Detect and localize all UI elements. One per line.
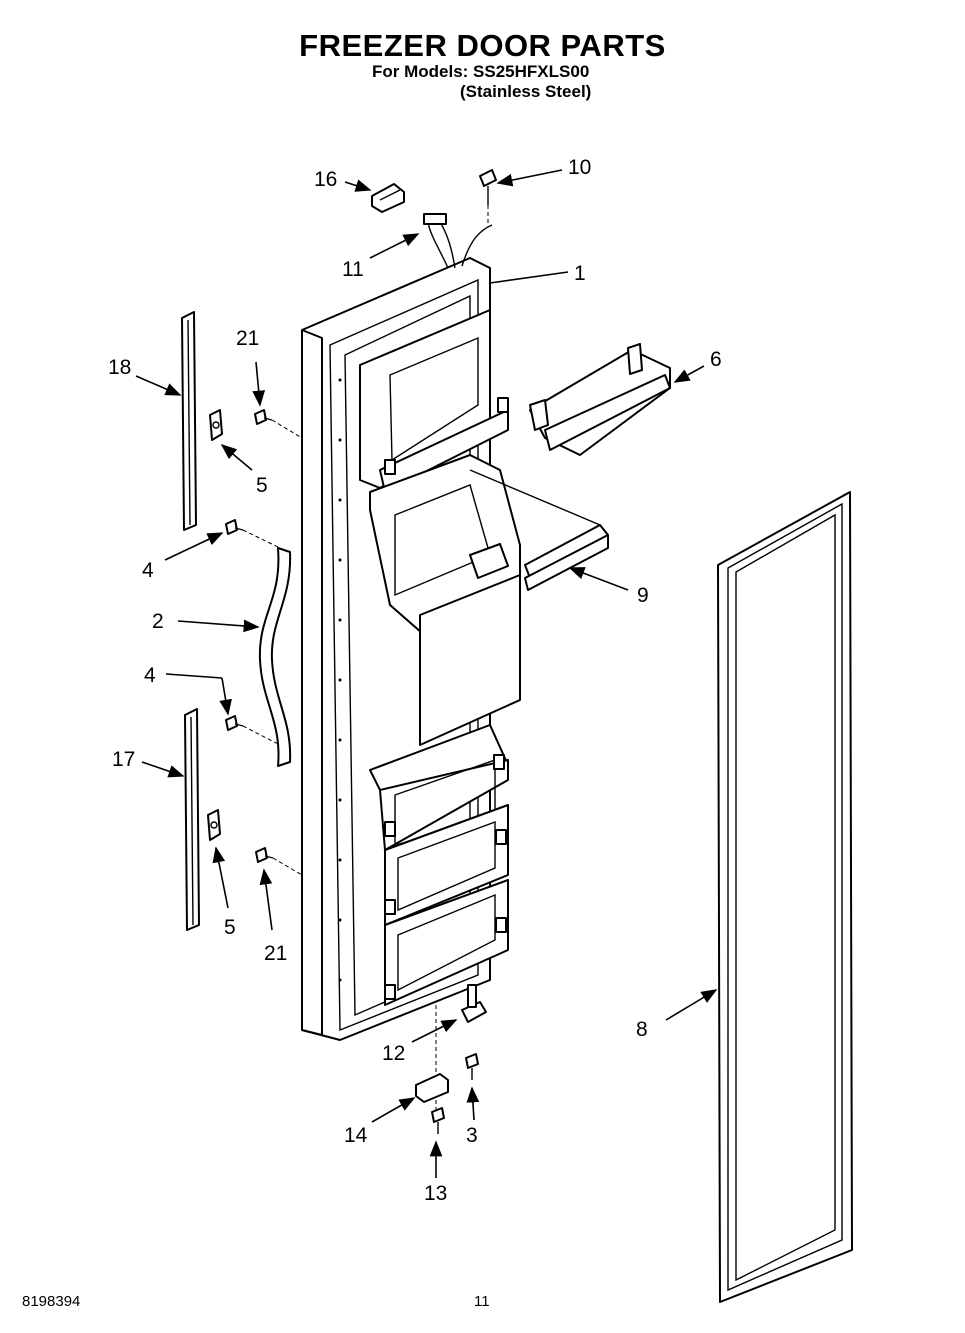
trim-strip-upper <box>181 311 197 531</box>
callout-17: 17 <box>112 748 135 771</box>
callout-4-upper: 4 <box>142 559 154 582</box>
callout-21-upper: 21 <box>236 327 259 350</box>
leader-lines <box>135 169 718 1178</box>
trim-strip-lower <box>184 708 200 931</box>
screw-top <box>479 169 497 225</box>
callout-14: 14 <box>344 1124 368 1147</box>
callout-9: 9 <box>637 584 649 607</box>
callout-10: 10 <box>568 156 591 179</box>
callout-12: 12 <box>382 1042 405 1065</box>
door-panel <box>301 257 521 1041</box>
callout-21-lower: 21 <box>264 942 287 965</box>
callout-18: 18 <box>108 356 131 379</box>
callout-13: 13 <box>424 1182 447 1205</box>
dispenser-trim <box>469 469 609 591</box>
models-line: For Models: SS25HFXLS00 <box>372 62 590 81</box>
door-shelf-bin <box>529 343 671 456</box>
callout-5-lower: 5 <box>224 916 236 939</box>
callout-8: 8 <box>636 1018 648 1041</box>
callout-5-upper: 5 <box>256 474 268 497</box>
callout-labels: 16 10 11 1 21 18 6 5 4 9 2 4 17 8 5 21 1… <box>108 156 722 1205</box>
connector-plug <box>371 183 405 213</box>
page-title: FREEZER DOOR PARTS <box>299 28 666 63</box>
callout-3: 3 <box>466 1124 478 1147</box>
callout-4-lower: 4 <box>144 664 156 687</box>
clip-upper <box>209 409 223 441</box>
wire-harness <box>423 213 493 269</box>
door-handle <box>258 547 292 767</box>
callout-11: 11 <box>342 258 364 281</box>
callout-16: 16 <box>314 168 337 191</box>
page-number: 11 <box>474 1293 490 1310</box>
callout-6: 6 <box>710 348 722 371</box>
door-gasket <box>717 491 853 1303</box>
hinge-assembly <box>415 984 487 1134</box>
screws <box>225 409 303 876</box>
clip-lower <box>207 809 221 841</box>
callout-1: 1 <box>574 262 586 285</box>
variant-line: (Stainless Steel) <box>460 82 592 101</box>
document-number: 8198394 <box>22 1293 81 1310</box>
callout-2: 2 <box>152 610 164 633</box>
